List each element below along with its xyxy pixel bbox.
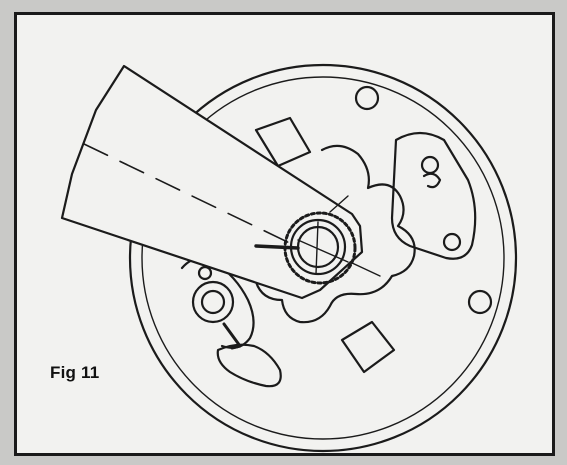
pivot-washer-outer	[191, 280, 235, 324]
shaft-cross	[297, 221, 349, 275]
pivot-washer-inner	[200, 289, 226, 315]
figure-caption: Fig 11	[50, 363, 100, 382]
pivot-spring	[222, 322, 242, 350]
square-block-bottom	[340, 320, 396, 374]
contact-plate	[390, 131, 477, 260]
pointer-mark	[254, 244, 300, 250]
ref-line-top	[329, 195, 349, 213]
cam-plate	[252, 144, 416, 324]
contact-spring	[422, 172, 442, 189]
ref-line-right	[349, 261, 381, 277]
mounting-hole-top	[354, 85, 380, 111]
lower-lever	[216, 343, 282, 388]
feeler-gauge	[60, 64, 364, 300]
mounting-hole-right-small	[442, 232, 462, 252]
base-plate-inner	[141, 76, 505, 440]
contact-screw	[420, 155, 440, 175]
pivot-pin	[197, 265, 213, 281]
base-plate-outer	[128, 63, 518, 453]
gauge-centerline	[83, 143, 301, 249]
square-block-top	[254, 116, 312, 168]
mounting-hole-right	[467, 289, 493, 315]
